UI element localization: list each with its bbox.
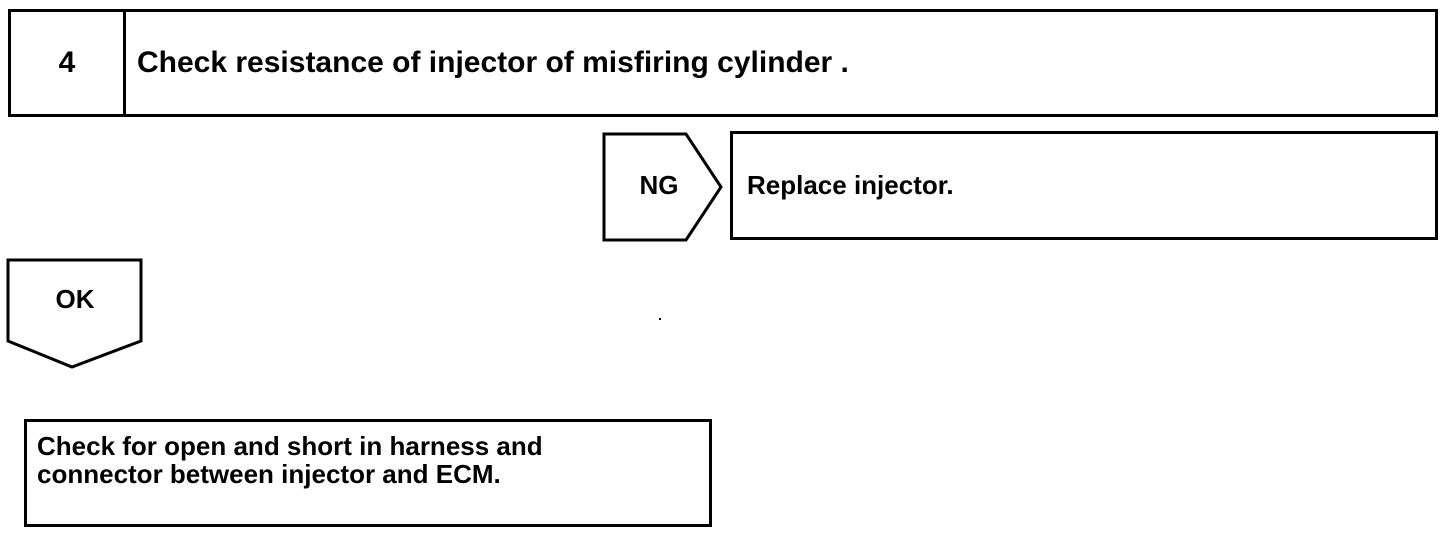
ng-arrow-polygon bbox=[602, 132, 723, 242]
next-step-text: Check for open and short in harness and … bbox=[37, 431, 543, 489]
next-step-box: Check for open and short in harness and … bbox=[24, 419, 712, 527]
ng-label: NG bbox=[639, 170, 679, 200]
step-title: Check resistance of injector of misfirin… bbox=[137, 46, 849, 79]
ng-result-text: Replace injector. bbox=[747, 170, 954, 200]
step-number: 4 bbox=[11, 12, 126, 114]
ok-label: OK bbox=[55, 284, 95, 314]
scan-speck bbox=[659, 318, 661, 320]
ok-arrow-polygon bbox=[6, 258, 143, 369]
ng-result-box: Replace injector. bbox=[730, 131, 1438, 240]
step-4-box: 4 Check resistance of injector of misfir… bbox=[8, 9, 1438, 117]
